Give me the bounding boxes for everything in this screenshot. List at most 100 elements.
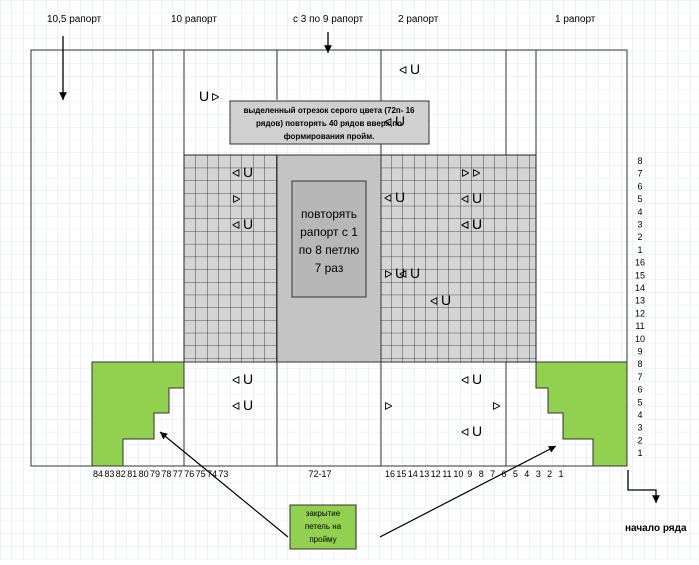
header-3-9-rapport: с 3 по 9 рапорт bbox=[293, 14, 364, 25]
green-armhole-right bbox=[535, 361, 628, 467]
repeat-line3: по 8 петлю bbox=[299, 243, 360, 257]
stitch-number: 7 bbox=[490, 469, 495, 479]
stitch-number: 84 bbox=[93, 469, 103, 479]
symbol-part: ᐊ bbox=[232, 168, 240, 180]
stitch-number: 16 bbox=[385, 469, 395, 479]
stitch-symbol: ᐅ bbox=[492, 401, 500, 413]
header-10-5-rapport: 10,5 рапорт bbox=[47, 14, 102, 25]
symbol-part: ᐅ bbox=[461, 168, 469, 180]
stitch-number: 81 bbox=[127, 469, 137, 479]
arrow-closing-left bbox=[159, 431, 289, 538]
stitch-number: 15 bbox=[396, 469, 406, 479]
stitch-number: 1 bbox=[558, 469, 563, 479]
closing-line2: петель на bbox=[305, 522, 342, 531]
stitch-number: 3 bbox=[536, 469, 541, 479]
row-number: 13 bbox=[635, 296, 645, 306]
symbol-part: ᐊ bbox=[461, 375, 469, 387]
symbol-part: ᐅ bbox=[384, 401, 392, 413]
row-number: 15 bbox=[635, 270, 645, 280]
row-number: 8 bbox=[637, 156, 642, 166]
stitch-number: 78 bbox=[161, 469, 171, 479]
stitch-number: 2 bbox=[547, 469, 552, 479]
repeat-line4: 7 раз bbox=[315, 261, 344, 275]
row-number: 9 bbox=[637, 347, 642, 357]
stitch-number: 13 bbox=[419, 469, 429, 479]
symbol-part: U bbox=[472, 216, 482, 232]
stitch-number: 14 bbox=[408, 469, 418, 479]
stitch-number: 6 bbox=[501, 469, 506, 479]
symbol-part: ᐊ bbox=[430, 296, 438, 308]
arrow-start-row bbox=[627, 470, 660, 503]
row-number: 5 bbox=[637, 194, 642, 204]
row-number: 14 bbox=[635, 283, 645, 293]
symbol-part: ᐊ bbox=[399, 269, 407, 281]
symbol-part: U bbox=[410, 61, 420, 77]
header-1-rapport: 1 рапорт bbox=[555, 14, 596, 25]
row-number: 11 bbox=[635, 321, 644, 331]
stitch-number: 9 bbox=[467, 469, 472, 479]
repeat-line2: рапорт с 1 bbox=[300, 225, 358, 239]
symbol-part: ᐊ bbox=[399, 65, 407, 77]
header-2-rapport: 2 рапорт bbox=[398, 14, 439, 25]
symbol-part: U bbox=[243, 164, 253, 180]
gray-note-line1: выделенный отрезок серого цвета (72п- 16 bbox=[243, 106, 415, 115]
symbol-part: U bbox=[441, 292, 451, 308]
bottom-middle-label: 72-17 bbox=[308, 469, 331, 479]
stitch-number: 76 bbox=[184, 469, 194, 479]
row-number: 7 bbox=[637, 169, 642, 179]
row-number: 2 bbox=[637, 435, 642, 445]
repeat-line1: повторять bbox=[301, 207, 357, 221]
stitch-number: 77 bbox=[173, 469, 183, 479]
symbol-part: ᐅ bbox=[472, 168, 480, 180]
start-row-label: начало ряда bbox=[625, 523, 687, 534]
stitch-number: 75 bbox=[196, 469, 206, 479]
header-10-rapport: 10 рапорт bbox=[171, 14, 217, 25]
symbol-part: U bbox=[472, 190, 482, 206]
symbol-part: ᐊ bbox=[461, 220, 469, 232]
green-armhole-left bbox=[91, 361, 185, 467]
symbol-part: ᐊ bbox=[232, 375, 240, 387]
row-number: 1 bbox=[637, 245, 642, 255]
row-number: 2 bbox=[637, 232, 642, 242]
row-number: 6 bbox=[637, 385, 642, 395]
stitch-number: 83 bbox=[104, 469, 114, 479]
symbol-part: ᐊ bbox=[384, 193, 392, 205]
symbol-part: ᐊ bbox=[232, 220, 240, 232]
symbol-part: U bbox=[410, 265, 420, 281]
row-number: 6 bbox=[637, 181, 642, 191]
symbol-part: U bbox=[395, 113, 405, 129]
row-number: 1 bbox=[637, 448, 642, 458]
symbol-part: ᐊ bbox=[461, 194, 469, 206]
symbol-part: ᐅ bbox=[211, 92, 219, 104]
closing-note-box bbox=[289, 504, 357, 550]
stitch-number: 82 bbox=[116, 469, 126, 479]
symbol-part: U bbox=[243, 371, 253, 387]
stitch-number: 8 bbox=[479, 469, 484, 479]
stitch-symbol: ᐅ bbox=[232, 194, 240, 206]
symbol-part: ᐊ bbox=[461, 427, 469, 439]
stitch-number: 11 bbox=[442, 469, 451, 479]
row-number: 4 bbox=[637, 410, 642, 420]
gray-note-line3: формирования пройм. bbox=[284, 132, 375, 141]
symbol-part: U bbox=[395, 189, 405, 205]
stitch-number: 10 bbox=[453, 469, 463, 479]
